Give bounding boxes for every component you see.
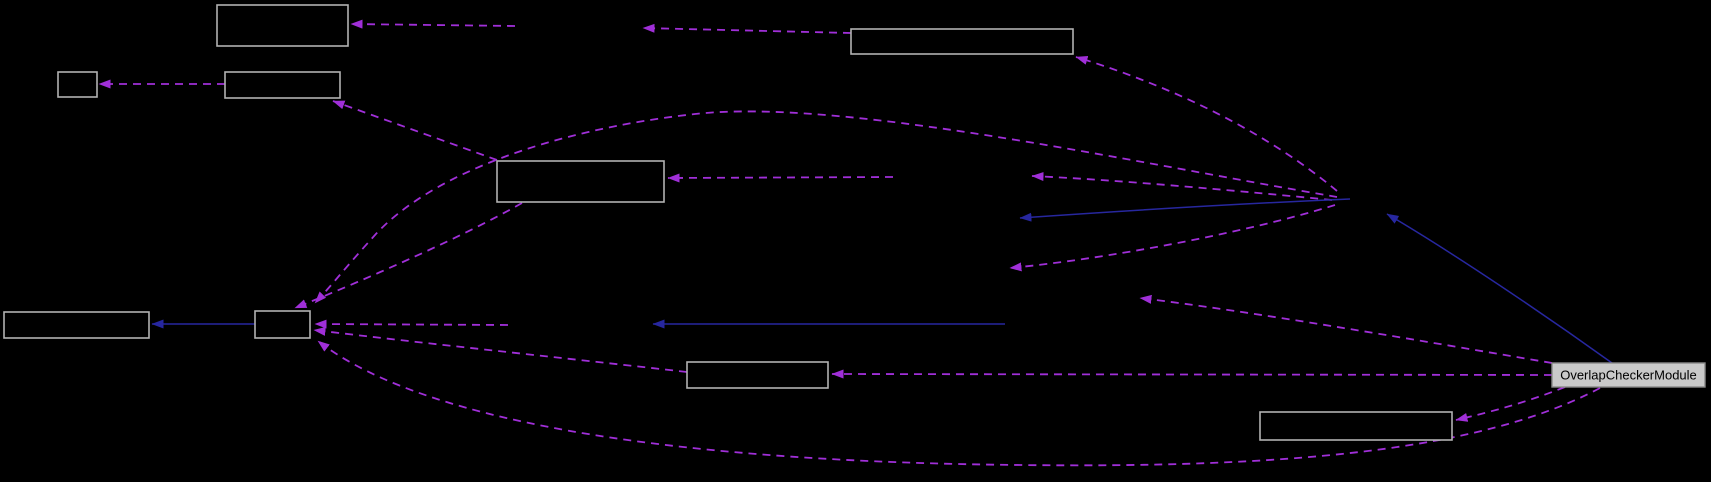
edge-solid-ocm-to-hub: [1386, 213, 1613, 364]
node-bottom-right[interactable]: [1259, 411, 1453, 441]
node-center[interactable]: [496, 160, 665, 203]
node-small-left[interactable]: [57, 71, 98, 98]
edge-usage-ocm-upper-left: [1139, 294, 1553, 364]
edge-usage-bottom-center-to-mid-small: [313, 326, 688, 373]
node-bottom-left[interactable]: [3, 311, 150, 339]
node-overlapcheckermodule-label: OverlapCheckerModule: [1560, 368, 1697, 383]
edge-solid-hub-left: [1019, 198, 1351, 222]
node-overlapcheckermodule[interactable]: OverlapCheckerModule: [1551, 362, 1706, 388]
nodes: OverlapCheckerModule: [3, 4, 1706, 441]
node-top-left[interactable]: [216, 4, 349, 47]
node-bottom-center[interactable]: [686, 361, 829, 389]
edge-usage-center-to-mid-small: [294, 202, 523, 309]
edge-usage-from-node-top-right: [642, 23, 852, 34]
node-top-right[interactable]: [850, 28, 1074, 55]
node-overlapcheckermodule-box[interactable]: [1551, 362, 1706, 388]
edge-usage-hub-to-node-top-right: [1075, 56, 1338, 192]
edge-usage-horizontal-to-mid-small: [314, 319, 509, 329]
node-upper-left[interactable]: [224, 71, 341, 99]
edge-usage-ocm-to-node-bottom-right: [1455, 386, 1566, 422]
edge-usage-center-to-upper-left: [332, 100, 498, 161]
inheritance-edges: [151, 198, 1613, 364]
edge-usage-to-node-center: [667, 173, 894, 183]
node-mid-small[interactable]: [254, 310, 311, 339]
